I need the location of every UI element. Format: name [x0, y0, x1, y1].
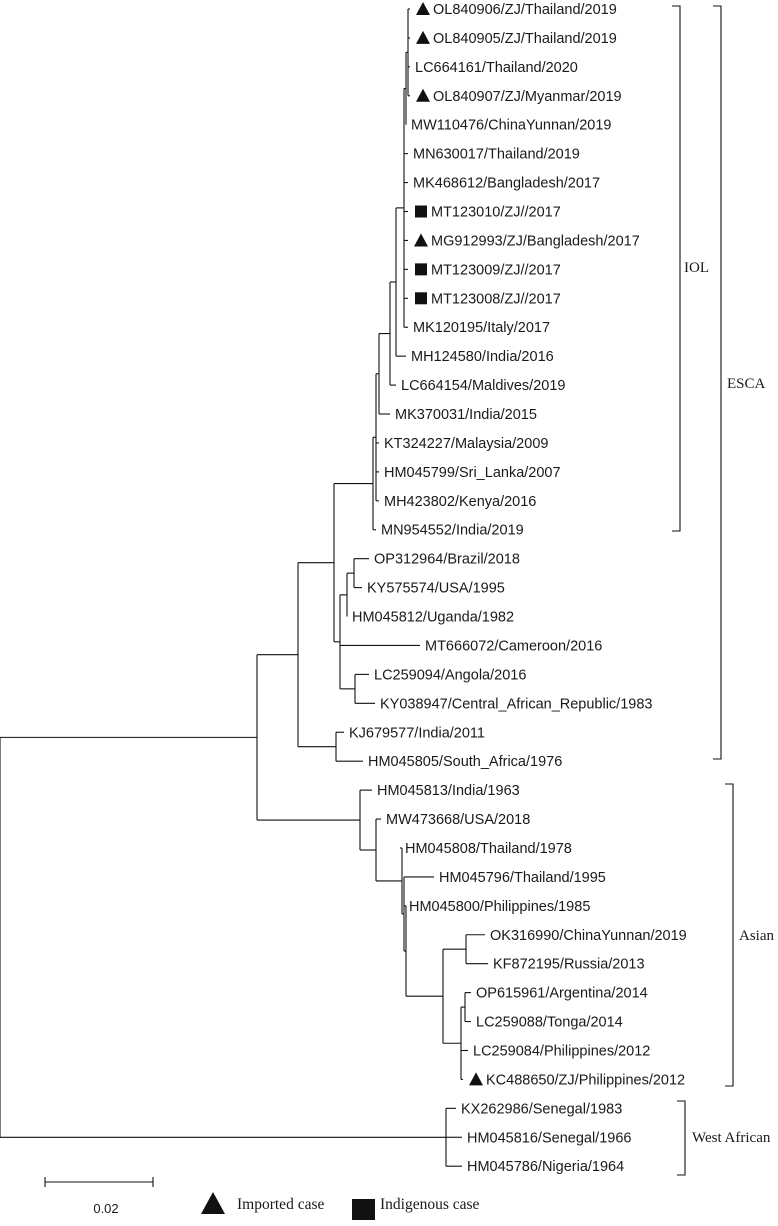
leaf-label: MK370031/India/2015 — [395, 407, 537, 423]
indigenous-square-icon — [352, 1199, 375, 1220]
leaf-label: LC259088/Tonga/2014 — [476, 1015, 623, 1031]
leaf-label: HM045796/Thailand/1995 — [439, 870, 606, 886]
west-african-clade-label: West African — [692, 1130, 771, 1146]
leaf-label: OP312964/Brazil/2018 — [374, 552, 520, 568]
leaf-label: LC664161/Thailand/2020 — [415, 60, 578, 76]
leaf-label: HM045805/South_Africa/1976 — [368, 754, 562, 770]
leaf-label: OL840906/ZJ/Thailand/2019 — [433, 2, 617, 18]
leaf-label: LC664154/Maldives/2019 — [401, 378, 565, 394]
leaf-label: MN954552/India/2019 — [381, 523, 524, 539]
leaf-label: HM045786/Nigeria/1964 — [467, 1159, 624, 1175]
leaf-label: HM045800/Philippines/1985 — [409, 899, 590, 915]
indigenous-case-square-icon — [415, 263, 427, 276]
leaf-label: KF872195/Russia/2013 — [493, 957, 645, 973]
legend-indigenous-label: Indigenous case — [380, 1196, 480, 1213]
leaf-label: MG912993/ZJ/Bangladesh/2017 — [431, 233, 640, 249]
leaf-label: OP615961/Argentina/2014 — [476, 986, 648, 1002]
scale-bar: 0.02 — [44, 1177, 154, 1216]
indigenous-case-square-icon — [415, 292, 427, 305]
leaf-label: HM045799/Sri_Lanka/2007 — [384, 465, 561, 481]
legend-imported-label: Imported case — [237, 1196, 324, 1213]
leaf-label: HM045816/Senegal/1966 — [467, 1130, 631, 1146]
leaf-label: KX262986/Senegal/1983 — [461, 1101, 622, 1117]
leaf-label: MH124580/India/2016 — [411, 349, 554, 365]
tree-branches — [0, 8, 488, 1167]
leaf-label: OK316990/ChinaYunnan/2019 — [490, 928, 687, 944]
leaf-label: MW110476/ChinaYunnan/2019 — [411, 118, 611, 134]
leaf-label: MN630017/Thailand/2019 — [413, 147, 580, 163]
leaf-label: MH423802/Kenya/2016 — [384, 494, 536, 510]
leaf-label: KJ679577/India/2011 — [349, 725, 485, 741]
tree-leaves: OL840906/ZJ/Thailand/2019OL840905/ZJ/Tha… — [349, 2, 687, 1175]
leaf-label: KY038947/Central_African_Republic/1983 — [380, 696, 652, 712]
esca-clade-label: ESCA — [727, 376, 766, 392]
imported-case-triangle-icon — [416, 88, 430, 102]
leaf-label: HM045812/Uganda/1982 — [352, 610, 514, 626]
leaf-label: OL840905/ZJ/Thailand/2019 — [433, 31, 617, 47]
esca-bracket — [713, 5, 722, 760]
leaf-label: KY575574/USA/1995 — [367, 581, 505, 597]
iol-bracket — [672, 5, 681, 532]
asian-bracket — [725, 783, 734, 1087]
leaf-label: MK120195/Italy/2017 — [413, 320, 550, 336]
leaf-label: MT666072/Cameroon/2016 — [425, 638, 602, 654]
indigenous-case-square-icon — [415, 205, 427, 218]
imported-case-triangle-icon — [414, 233, 428, 247]
leaf-label: KT324227/Malaysia/2009 — [384, 436, 548, 452]
imported-case-triangle-icon — [416, 30, 430, 44]
leaf-label: MT123010/ZJ//2017 — [431, 205, 561, 221]
imported-triangle-icon — [201, 1192, 225, 1214]
imported-case-triangle-icon — [469, 1072, 483, 1086]
leaf-label: MT123009/ZJ//2017 — [431, 262, 561, 278]
leaf-label: KC488650/ZJ/Philippines/2012 — [486, 1072, 685, 1088]
leaf-label: MT123008/ZJ//2017 — [431, 291, 561, 307]
iol-clade-label: IOL — [684, 260, 709, 276]
asian-clade-label: Asian — [739, 928, 774, 944]
scale-bar-label: 0.02 — [93, 1201, 118, 1216]
leaf-label: MW473668/USA/2018 — [386, 812, 530, 828]
leaf-label: OL840907/ZJ/Myanmar/2019 — [433, 89, 622, 105]
west-african-bracket — [677, 1100, 686, 1176]
leaf-label: HM045808/Thailand/1978 — [405, 841, 572, 857]
leaf-label: MK468612/Bangladesh/2017 — [413, 176, 600, 192]
leaf-label: HM045813/India/1963 — [377, 783, 520, 799]
legend: Imported case Indigenous case — [201, 1192, 480, 1220]
leaf-label: LC259084/Philippines/2012 — [473, 1043, 650, 1059]
leaf-label: LC259094/Angola/2016 — [374, 667, 526, 683]
imported-case-triangle-icon — [416, 2, 430, 15]
